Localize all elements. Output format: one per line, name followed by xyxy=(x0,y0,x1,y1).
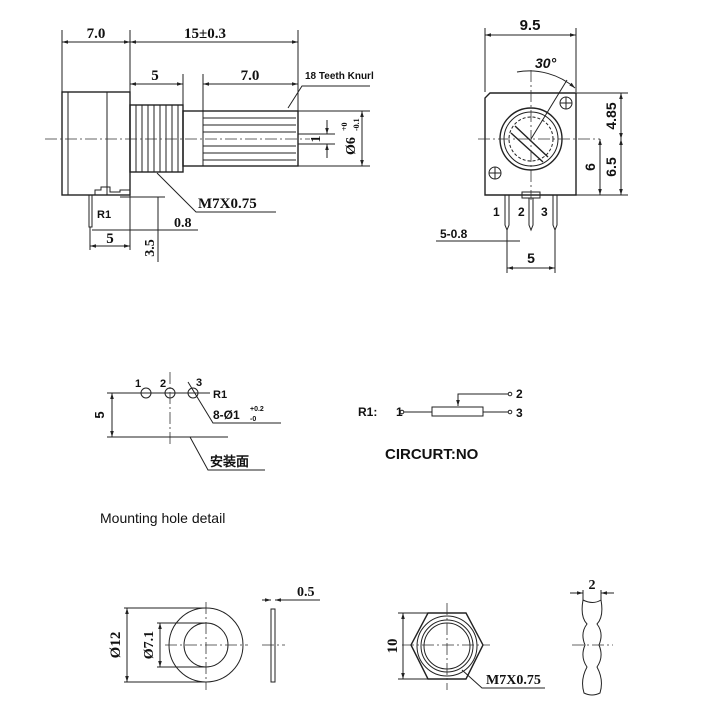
mounting-title: Mounting hole detail xyxy=(100,510,225,526)
nut: 10 M7X0.75 2 xyxy=(385,578,614,696)
shaft-tol-lower: -0.1 xyxy=(352,118,361,131)
dim-pin-pitch: 5 xyxy=(527,250,535,266)
dim-slot: 1 xyxy=(309,136,324,143)
washer-dim-thickness: 0.5 xyxy=(297,585,315,600)
dim-width: 9.5 xyxy=(520,17,541,34)
dim-total: 15±0.3 xyxy=(184,26,226,42)
nut-dim-flats: 10 xyxy=(385,639,401,654)
dim-shaft-dia: Ø6 xyxy=(344,137,359,155)
front-view: 9.5 30° 4.85 6.5 6 1 2 3 5-0.8 5 xyxy=(436,17,628,273)
dim-pin-offset: 5 xyxy=(106,231,114,247)
thread-lines xyxy=(135,105,179,172)
circuit-pin3: 3 xyxy=(516,406,523,420)
circuit-diagram: R1: 1 2 3 CIRCURT:NO xyxy=(358,387,523,463)
surface-label: 安装面 xyxy=(210,454,249,469)
pin-3-label: 3 xyxy=(541,205,548,219)
circuit-caption: CIRCURT:NO xyxy=(385,446,479,463)
washer-dim-outer: Ø12 xyxy=(108,632,124,659)
mounting-hole-detail: 1 2 3 R1 5 8-Ø1 +0.2 -0 安装面 Mounting hol… xyxy=(92,372,281,526)
circuit-pin2: 2 xyxy=(516,387,523,401)
mount-dim-height: 5 xyxy=(92,411,107,418)
hole-note: 8-Ø1 xyxy=(213,408,240,422)
dim-body: 7.0 xyxy=(87,26,106,42)
mount-pin-1: 1 xyxy=(135,378,141,390)
pin-label: R1 xyxy=(97,209,111,221)
dim-pin-thick: 0.8 xyxy=(174,216,192,231)
circuit-pin1: 1 xyxy=(396,405,403,419)
washer: Ø12 Ø7.1 0.5 xyxy=(108,585,320,690)
dim-knurl: 7.0 xyxy=(241,68,260,84)
nut-dim-thickness: 2 xyxy=(589,578,596,593)
shaft-tol-upper: +0 xyxy=(340,122,349,131)
dim-thread: 5 xyxy=(151,68,159,84)
dim-lower-inner: 6 xyxy=(582,163,598,171)
thread-note: M7X0.75 xyxy=(198,196,257,212)
dim-pin-width: 5-0.8 xyxy=(440,227,468,241)
washer-dim-inner: Ø7.1 xyxy=(142,631,157,659)
angle-label: 30° xyxy=(535,55,557,71)
nut-thread-note: M7X0.75 xyxy=(486,673,541,688)
dim-pin-len: 3.5 xyxy=(143,239,158,257)
dim-lower: 6.5 xyxy=(603,157,619,177)
mount-label: R1 xyxy=(213,389,227,401)
pin-1-label: 1 xyxy=(493,205,500,219)
mount-pin-3: 3 xyxy=(196,377,202,389)
hole-tol-upper: +0.2 xyxy=(250,406,264,413)
dim-upper: 4.85 xyxy=(603,102,619,129)
circuit-label: R1: xyxy=(358,405,377,419)
pin-2-label: 2 xyxy=(518,205,525,219)
knurl-note: 18 Teeth Knurl xyxy=(305,71,374,82)
mount-pin-2: 2 xyxy=(160,378,166,390)
side-view: 7.0 15±0.3 5 7.0 18 Teeth Knurl 1 Ø6 +0 xyxy=(45,26,374,262)
hole-tol-lower: -0 xyxy=(250,416,256,423)
